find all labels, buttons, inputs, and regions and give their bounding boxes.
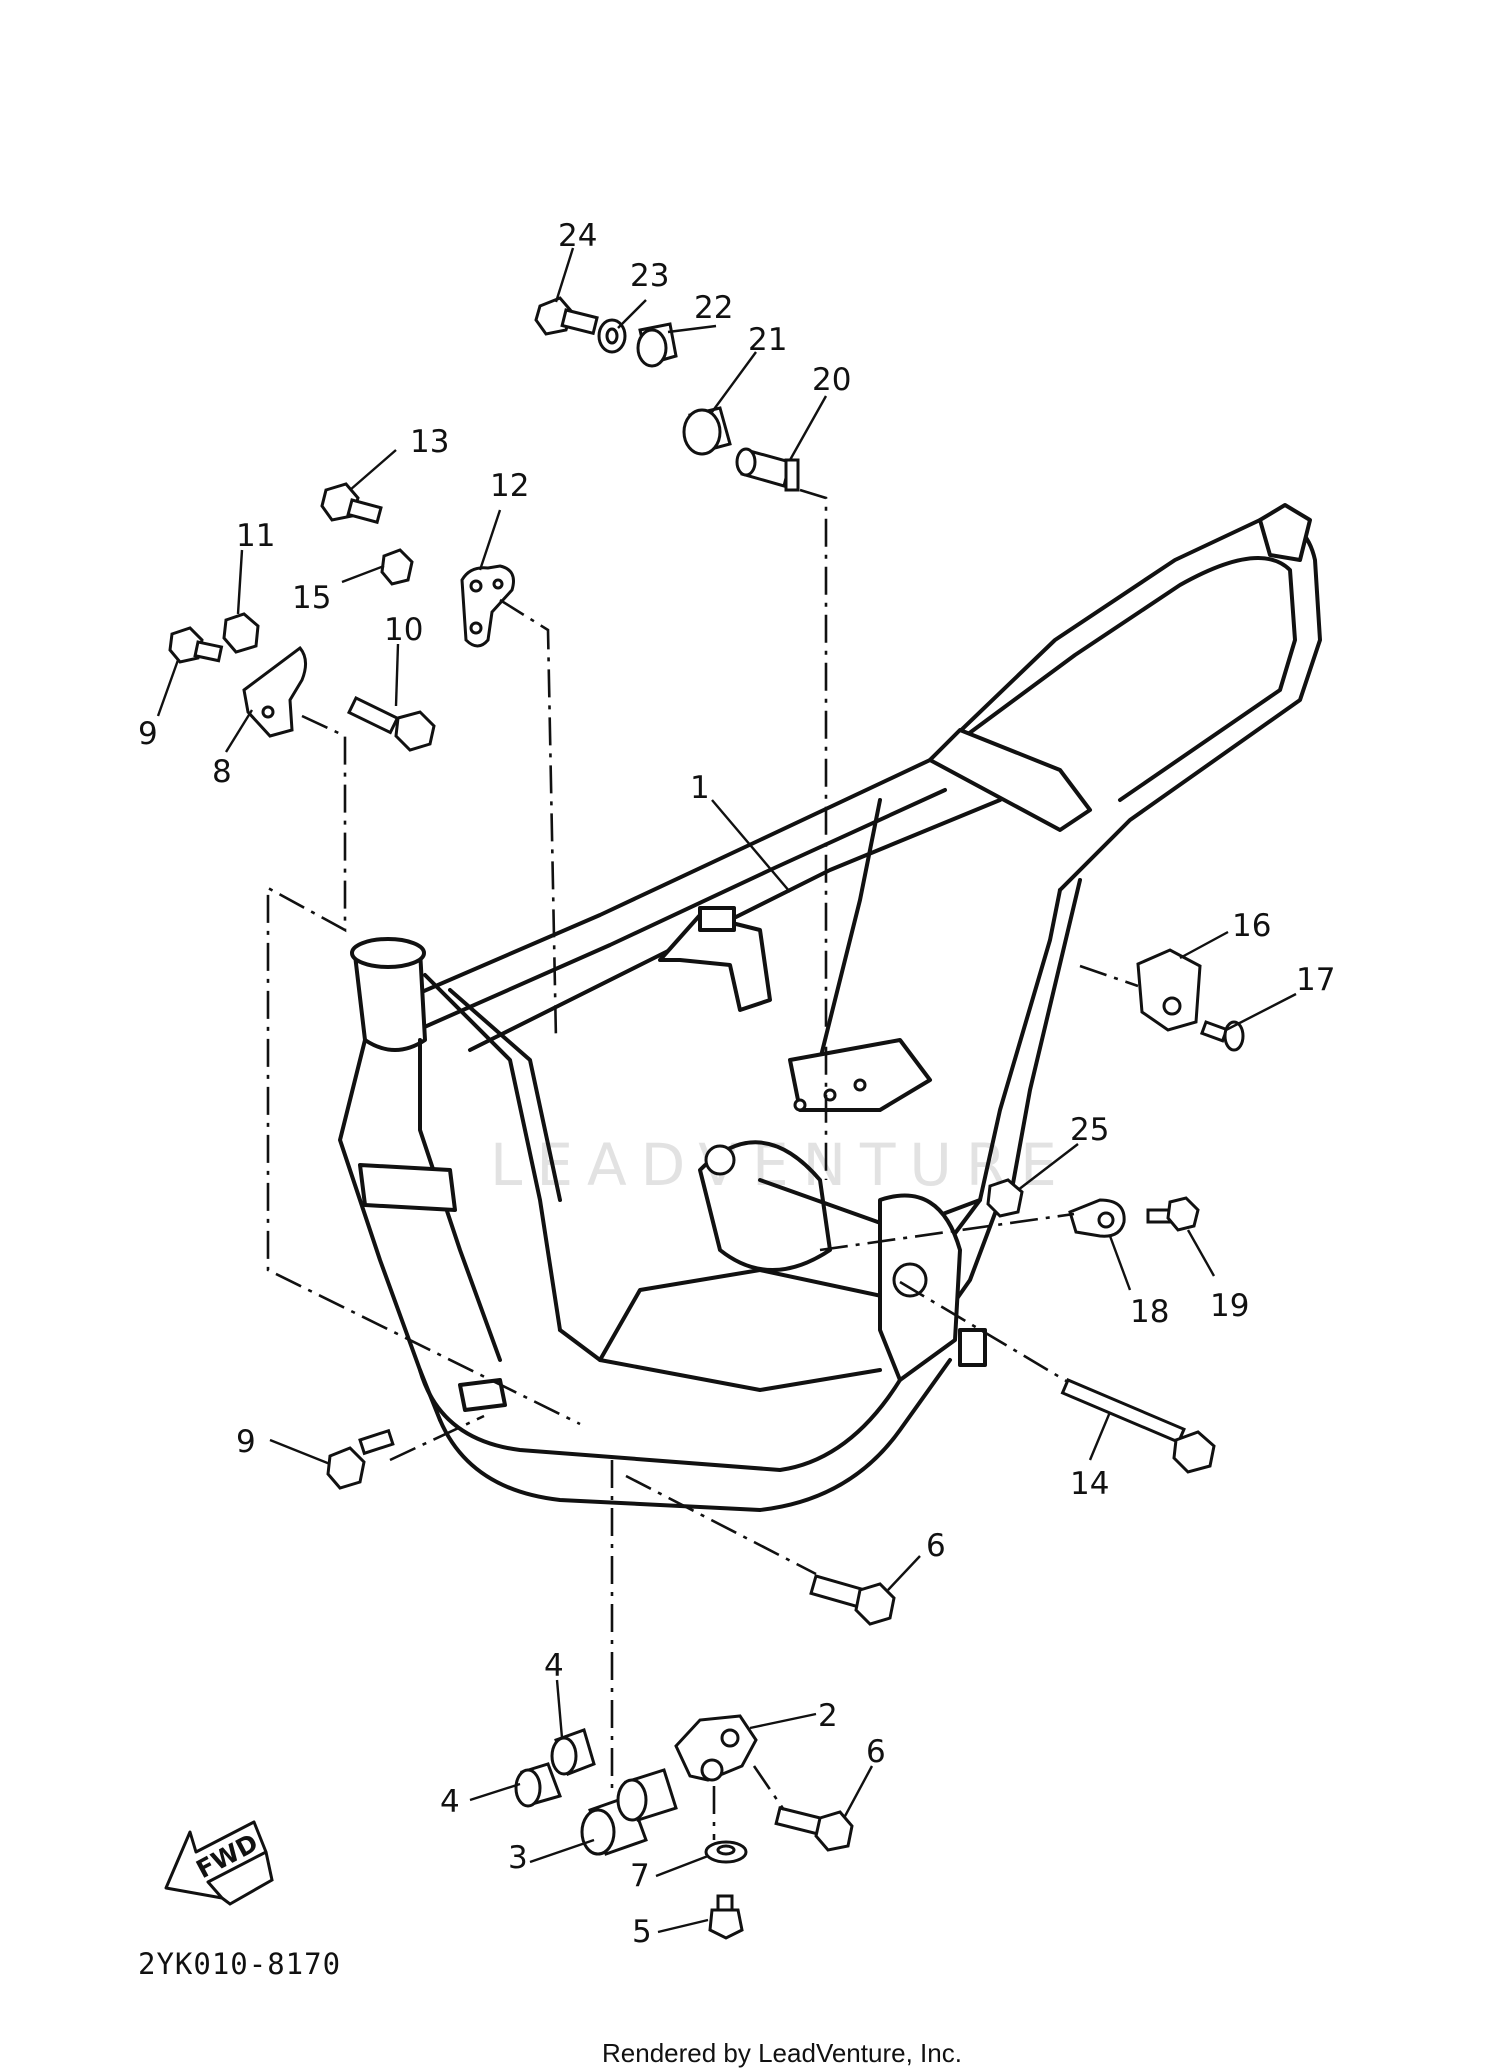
callout-10: 10 xyxy=(384,612,423,648)
callout-18: 18 xyxy=(1130,1294,1169,1330)
part-4-damper-lower xyxy=(514,1762,562,1808)
part-7-washer xyxy=(704,1840,748,1864)
part-8-bracket xyxy=(242,645,307,738)
callout-3: 3 xyxy=(508,1840,528,1876)
part-6-bolt-upper xyxy=(809,1574,896,1626)
part-2-bracket xyxy=(674,1714,758,1782)
callout-5: 5 xyxy=(632,1914,652,1950)
part-17-screw xyxy=(1199,1020,1245,1052)
callout-4-upper: 4 xyxy=(544,1648,564,1684)
part-5-bolt xyxy=(708,1894,744,1940)
assembly-lines xyxy=(266,488,1139,1840)
part-15-nut xyxy=(380,548,414,586)
part-13-bolt xyxy=(320,482,383,525)
callout-13: 13 xyxy=(410,424,449,460)
part-19-bolt xyxy=(1146,1196,1200,1232)
callout-25: 25 xyxy=(1070,1112,1109,1148)
footer-credit: Rendered by LeadVenture, Inc. xyxy=(602,2038,962,2068)
callout-19: 19 xyxy=(1210,1288,1249,1324)
part-18-clamp xyxy=(1068,1198,1126,1238)
part-22-collar xyxy=(636,322,678,368)
part-9-bolt-upper xyxy=(168,626,224,664)
callout-9-upper: 9 xyxy=(138,716,158,752)
callout-1: 1 xyxy=(690,770,710,806)
callout-15: 15 xyxy=(292,580,331,616)
part-21-spacer xyxy=(682,406,732,456)
leader-lines xyxy=(156,247,1297,1934)
callout-2: 2 xyxy=(818,1698,838,1734)
callout-6-upper: 6 xyxy=(926,1528,946,1564)
part-16-clamp xyxy=(1136,948,1202,1032)
callout-24: 24 xyxy=(558,218,597,254)
frame-assembly xyxy=(338,503,1322,1512)
drawing-code: 2YK010-8170 xyxy=(138,1947,341,1981)
part-25-nut xyxy=(986,1178,1024,1218)
callout-22: 22 xyxy=(694,290,733,326)
callout-16: 16 xyxy=(1232,908,1271,944)
part-10-bolt xyxy=(346,695,436,752)
part-14-bolt xyxy=(1060,1378,1216,1474)
part-24-bolt xyxy=(534,296,599,336)
callout-7: 7 xyxy=(630,1858,650,1894)
part-11-nut xyxy=(222,612,260,654)
callout-21: 21 xyxy=(748,322,787,358)
part-6-bolt-lower xyxy=(774,1806,854,1852)
callout-12: 12 xyxy=(490,468,529,504)
watermark: LEADVENTURE xyxy=(490,1131,1071,1199)
callouts: 24 23 22 21 20 13 12 11 15 10 9 8 1 16 1… xyxy=(138,218,1335,1950)
callout-14: 14 xyxy=(1070,1466,1109,1502)
callout-23: 23 xyxy=(630,258,669,294)
callout-17: 17 xyxy=(1296,962,1335,998)
callout-8: 8 xyxy=(212,754,232,790)
part-3-collar xyxy=(580,1768,678,1856)
part-9-bolt-lower xyxy=(326,1428,395,1490)
part-4-damper-upper xyxy=(550,1728,596,1776)
callout-20: 20 xyxy=(812,362,851,398)
callout-6-lower: 6 xyxy=(866,1734,886,1770)
fwd-arrow-icon: FWD xyxy=(164,1820,274,1906)
callout-9-lower: 9 xyxy=(236,1424,256,1460)
callout-11: 11 xyxy=(236,518,275,554)
part-12-bracket xyxy=(460,564,515,648)
callout-4-lower: 4 xyxy=(440,1784,460,1820)
part-20-collar xyxy=(735,447,800,492)
